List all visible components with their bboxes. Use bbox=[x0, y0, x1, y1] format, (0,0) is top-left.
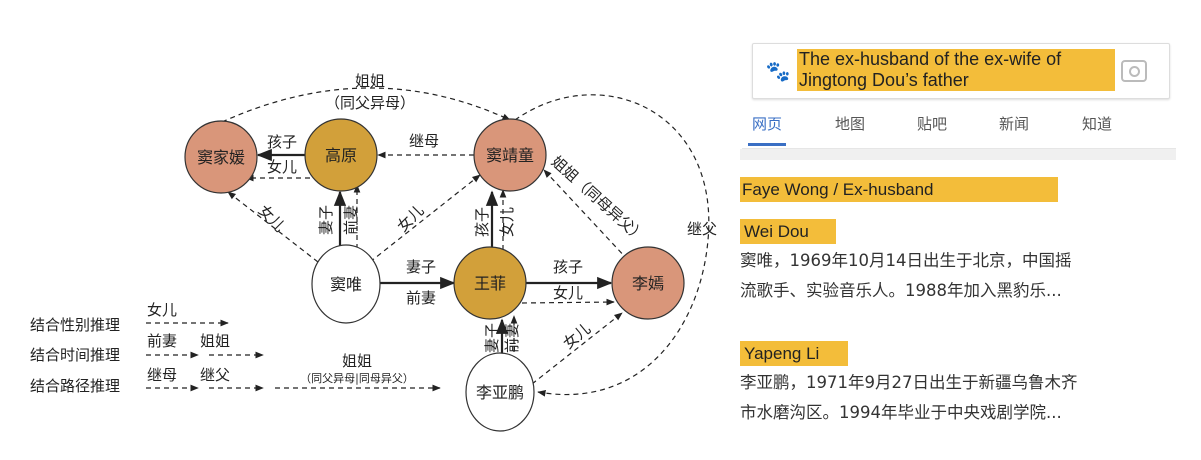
search-panel: 🐾 The ex-husband of the ex-wife of Jingt… bbox=[732, 0, 1201, 460]
node-dou-wei[interactable] bbox=[311, 244, 381, 324]
node-label: 李亚鹏 bbox=[476, 383, 524, 402]
edge-ly-jt bbox=[543, 169, 629, 261]
edge-label: 女儿 bbox=[255, 201, 289, 235]
search-query[interactable]: The ex-husband of the ex-wife of Jington… bbox=[797, 49, 1115, 91]
legend-step: 姐姐 bbox=[200, 332, 230, 350]
result-snippet: 李亚鹏，1971年9月27日出生于新疆乌鲁木齐 市水磨沟区。1994年毕业于中央… bbox=[740, 368, 1200, 428]
tab-web[interactable]: 网页 bbox=[747, 115, 787, 146]
edge-label: 女儿 bbox=[560, 320, 595, 353]
node-label: 窦家媛 bbox=[197, 148, 245, 167]
legend-step-sub: （同父异母|同母异父） bbox=[300, 372, 414, 386]
tab-news[interactable]: 新闻 bbox=[999, 115, 1030, 133]
edge-label: 继母 bbox=[409, 132, 439, 150]
legend-step: 继父 bbox=[200, 366, 230, 384]
node-label: 王菲 bbox=[474, 274, 506, 293]
edge-label: 孩子 bbox=[267, 133, 297, 151]
edge-label: 孩子 bbox=[553, 258, 583, 276]
edge-label: 妻子 bbox=[317, 205, 335, 235]
edge-label: 姐姐（同母异父） bbox=[548, 152, 649, 246]
tab-zhidao[interactable]: 知道 bbox=[1082, 115, 1113, 133]
baidu-paw-icon: 🐾 bbox=[765, 59, 791, 83]
edge-label: 前妻 bbox=[406, 289, 436, 307]
edge-label: 女儿 bbox=[393, 201, 427, 235]
edge-label: 姐姐 bbox=[355, 72, 385, 90]
node-label: 李嫣 bbox=[632, 274, 664, 293]
edge-label: 女儿 bbox=[553, 284, 583, 302]
legend-step: 前妻 bbox=[147, 332, 177, 350]
node-li-yan[interactable] bbox=[611, 246, 685, 320]
edge-label: 孩子 bbox=[473, 207, 491, 237]
edge-stepfather-curve bbox=[514, 94, 710, 397]
edge-label: 继父 bbox=[687, 220, 717, 238]
snippet-line: 李亚鹏，1971年9月27日出生于新疆乌鲁木齐 bbox=[740, 373, 1078, 392]
node-gao-yuan[interactable] bbox=[304, 118, 378, 192]
edge-lyp-ly bbox=[531, 312, 623, 385]
snippet-line: 窦唯，1969年10月14日出生于北京，中国摇 bbox=[740, 251, 1072, 270]
edge-label: 妻子 bbox=[406, 258, 436, 276]
tab-map[interactable]: 地图 bbox=[835, 115, 866, 133]
legend-step: 继母 bbox=[147, 366, 177, 384]
node-label: 窦唯 bbox=[330, 275, 362, 294]
legend-label: 结合性别推理 bbox=[30, 316, 120, 334]
answer-title: Faye Wong / Ex-husband bbox=[740, 177, 1058, 202]
legend-step: 姐姐 bbox=[342, 352, 372, 370]
edge-wf-ly-dashed bbox=[521, 298, 615, 306]
result-name[interactable]: Wei Dou bbox=[740, 219, 836, 244]
result-name[interactable]: Yapeng Li bbox=[740, 341, 848, 366]
node-dou-jingtong[interactable] bbox=[473, 118, 547, 192]
divider bbox=[740, 149, 1176, 160]
node-dou-jiayuan[interactable] bbox=[184, 120, 258, 194]
snippet-line: 流歌手、实验音乐人。1988年加入黑豹乐... bbox=[740, 281, 1062, 300]
node-wang-fei[interactable] bbox=[453, 246, 527, 320]
node-label: 高原 bbox=[325, 146, 357, 165]
legend-label: 结合时间推理 bbox=[30, 346, 120, 364]
node-li-yapeng[interactable] bbox=[465, 352, 535, 432]
search-tabs: 网页 地图 贴吧 新闻 知道 bbox=[742, 104, 1176, 149]
camera-icon[interactable] bbox=[1121, 60, 1147, 82]
edge-label: 妻子 bbox=[483, 323, 501, 353]
search-box[interactable]: 🐾 The ex-husband of the ex-wife of Jingt… bbox=[752, 43, 1170, 99]
knowledge-graph: 窦家媛 高原 窦靖童 窦唯 王菲 李嫣 李亚鹏 姐姐 （同父异母） 孩子 女儿 … bbox=[30, 72, 717, 432]
tab-tieba[interactable]: 贴吧 bbox=[917, 115, 948, 133]
snippet-line: 市水磨沟区。1994年毕业于中央戏剧学院... bbox=[740, 403, 1062, 422]
legend-step: 女儿 bbox=[147, 301, 177, 319]
edge-label: 女儿 bbox=[498, 207, 516, 237]
edge-label: （同父异母） bbox=[325, 94, 415, 112]
edge-dw-jy bbox=[227, 191, 319, 263]
result-snippet: 窦唯，1969年10月14日出生于北京，中国摇 流歌手、实验音乐人。1988年加… bbox=[740, 246, 1200, 306]
edge-dw-jt bbox=[369, 174, 481, 263]
edge-label: 前妻 bbox=[503, 323, 521, 353]
edge-label: 女儿 bbox=[267, 158, 297, 176]
edge-label: 前妻 bbox=[342, 205, 360, 235]
legend-label: 结合路径推理 bbox=[30, 377, 120, 395]
node-label: 窦靖童 bbox=[486, 146, 534, 165]
